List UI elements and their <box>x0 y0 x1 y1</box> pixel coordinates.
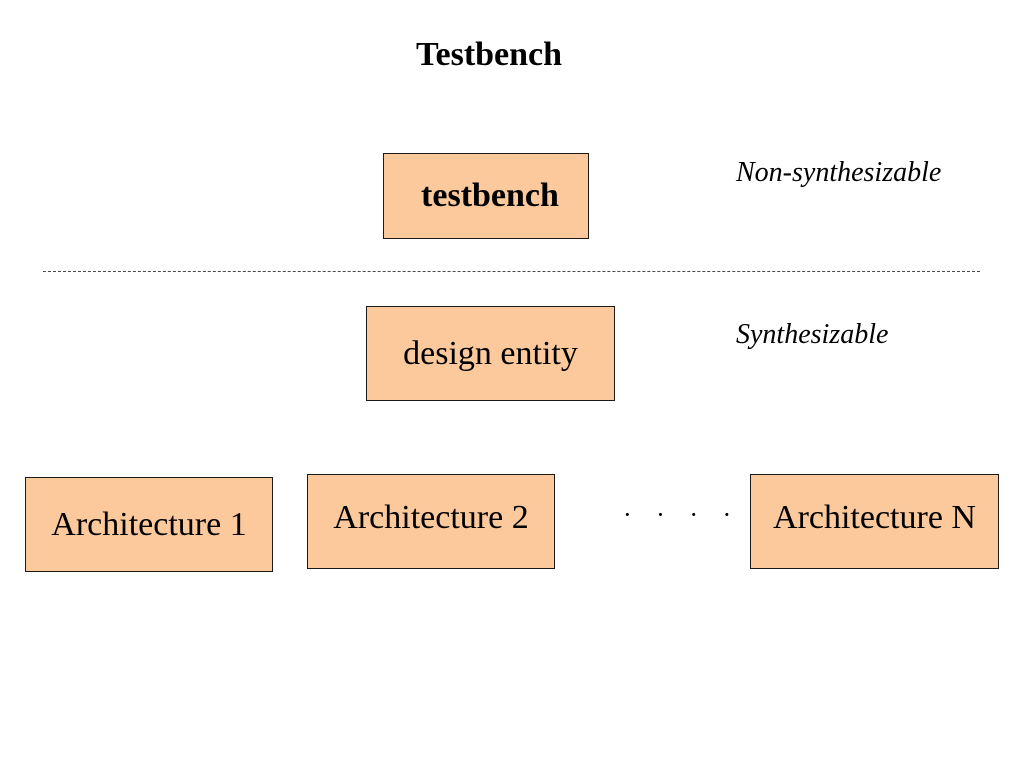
architecture-2-box: Architecture 2 <box>307 474 555 569</box>
synthesis-boundary-divider <box>43 271 980 272</box>
ellipsis-dots: · · · · <box>623 500 741 529</box>
architecture-n-box-label: Architecture N <box>773 498 976 536</box>
architecture-1-box-label: Architecture 1 <box>51 505 247 543</box>
architecture-n-box: Architecture N <box>750 474 999 569</box>
non-synthesizable-label: Non-synthesizable <box>736 157 942 188</box>
testbench-box-label: testbench <box>421 177 559 214</box>
design-entity-box: design entity <box>366 306 615 401</box>
architecture-1-box: Architecture 1 <box>25 477 273 572</box>
design-entity-box-label: design entity <box>403 334 578 372</box>
testbench-box: testbench <box>383 153 589 239</box>
slide-title: Testbench <box>415 36 563 73</box>
synthesizable-label: Synthesizable <box>736 319 889 350</box>
architecture-2-box-label: Architecture 2 <box>333 498 529 536</box>
